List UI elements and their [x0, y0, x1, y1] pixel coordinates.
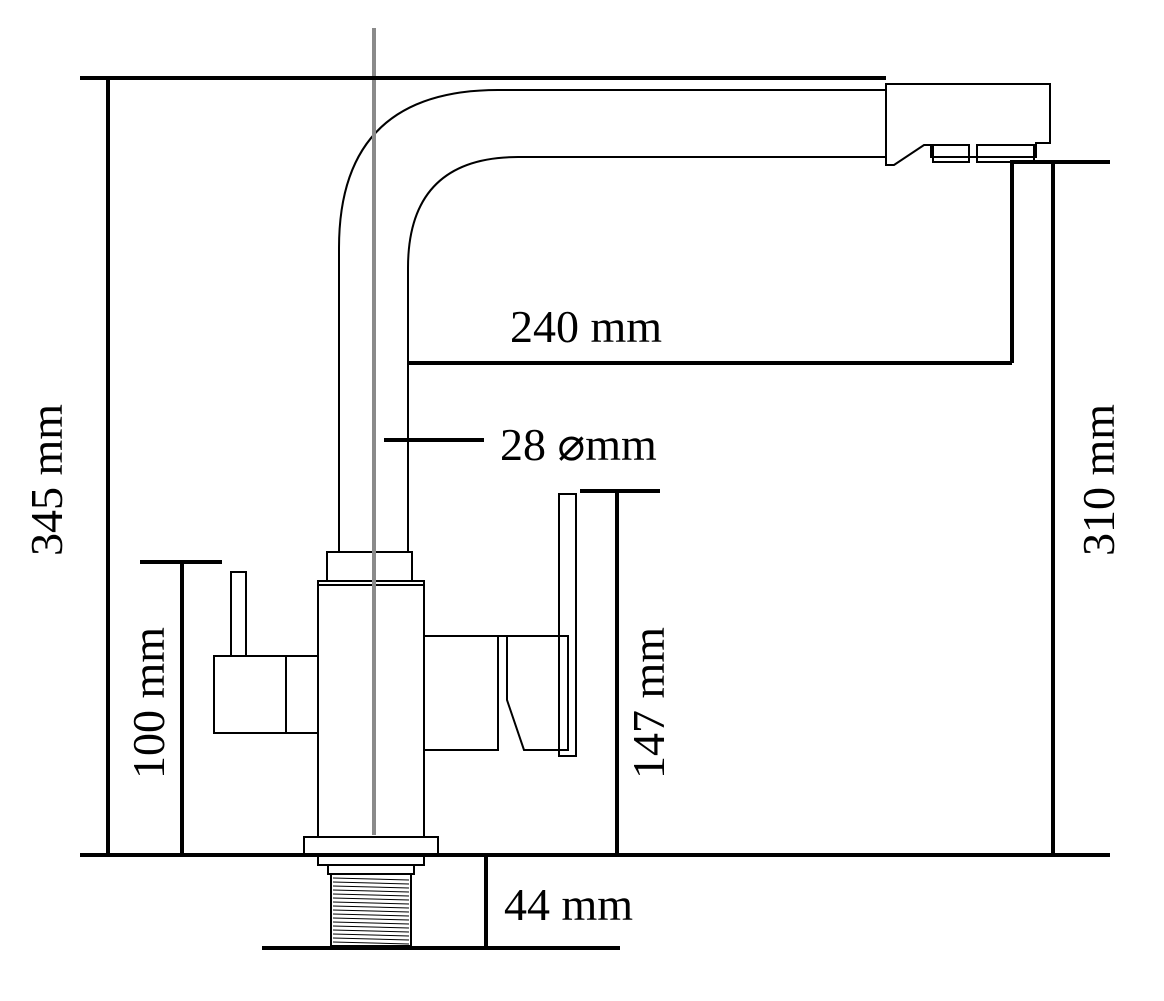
right-handle-cap	[498, 635, 569, 751]
thread-line	[332, 913, 410, 917]
outlet-right	[976, 144, 1035, 163]
base-flange	[303, 836, 439, 856]
thread-line	[332, 933, 410, 937]
thread-lines	[332, 877, 410, 945]
outlet-left	[932, 144, 970, 163]
label-spout-height: 310 mm	[1073, 404, 1124, 556]
aerator-head	[885, 83, 1051, 166]
label-left-handle-height: 100 mm	[123, 627, 174, 779]
left-lever	[230, 571, 247, 657]
thread-line	[332, 921, 410, 925]
thread-line	[332, 897, 410, 901]
thread-line	[332, 917, 410, 921]
thread-line	[332, 905, 410, 909]
label-right-handle-height: 147 mm	[623, 627, 674, 779]
thread-line	[332, 909, 410, 913]
dimension-lines	[80, 76, 1110, 950]
left-handle-neck	[285, 655, 319, 734]
base-washer-2	[327, 864, 415, 875]
spout-inner-edge	[407, 156, 886, 552]
spout-collar-upper	[326, 551, 413, 582]
thread-line	[332, 929, 410, 933]
thread-line	[332, 901, 410, 905]
right-lever	[558, 493, 577, 757]
spout-outer-edge	[338, 89, 886, 552]
label-thread-length: 44 mm	[504, 879, 633, 930]
thread-line	[332, 937, 410, 941]
dimension-labels: 345 mm 310 mm 240 mm 28 ⌀mm 100 mm 147 m…	[21, 301, 1124, 930]
label-spout-reach: 240 mm	[510, 301, 662, 352]
thread-line	[332, 889, 410, 893]
label-body-diameter: 28 ⌀mm	[500, 419, 657, 470]
thread-line	[332, 877, 410, 881]
faucet	[213, 83, 1051, 947]
thread-line	[332, 925, 410, 929]
thread-line	[332, 941, 410, 945]
faucet-body	[317, 584, 425, 838]
right-handle-neck	[423, 635, 499, 751]
thread-line	[332, 881, 410, 885]
left-handle-cap	[213, 655, 287, 734]
thread-line	[332, 893, 410, 897]
label-overall-height: 345 mm	[21, 404, 72, 556]
thread-line	[332, 885, 410, 889]
